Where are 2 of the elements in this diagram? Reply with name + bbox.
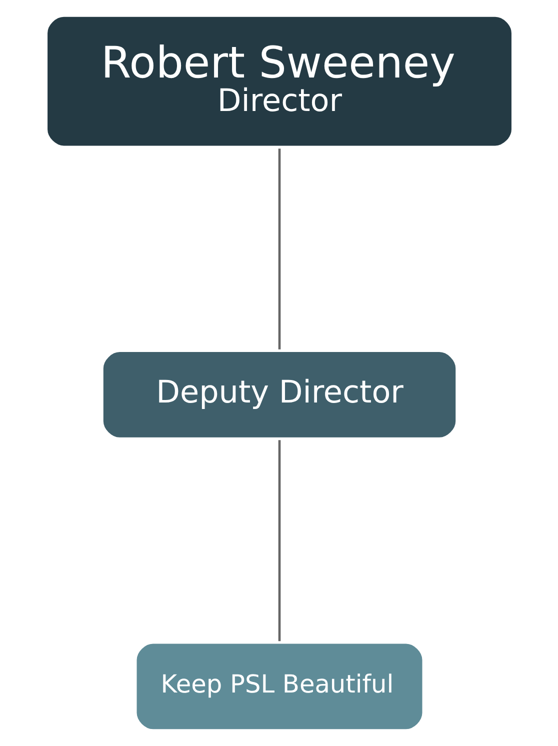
connector [278,148,280,350]
connector [278,440,280,642]
